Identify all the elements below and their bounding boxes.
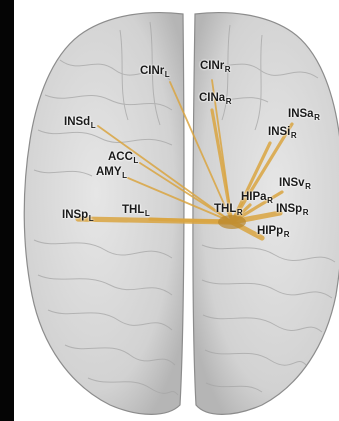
node-label-cinr-r: CINrR [200,61,231,74]
node-label-insa-r: INSaR [288,109,320,122]
node-label-cina-r: CINaR [199,93,231,106]
node-label-insd-l: INSdL [64,117,96,130]
node-label-acc-l: ACCL [108,152,138,165]
node-label-hipp-r: HIPpR [257,226,289,239]
node-label-insi-r: INSiR [268,127,297,140]
node-label-thl-l: THLL [122,205,150,218]
node-label-insp-l: INSpL [62,210,94,223]
node-label-hipa-r: HIPaR [241,192,273,205]
node-label-thl-r: THLR [214,204,243,217]
hub-node-thl-r [218,215,246,229]
node-label-cinr-l: CINrL [140,66,170,79]
node-label-amy-l: AMYL [96,167,127,180]
node-label-insp-r: INSpR [276,204,308,217]
node-label-insv-r: INSvR [279,178,311,191]
